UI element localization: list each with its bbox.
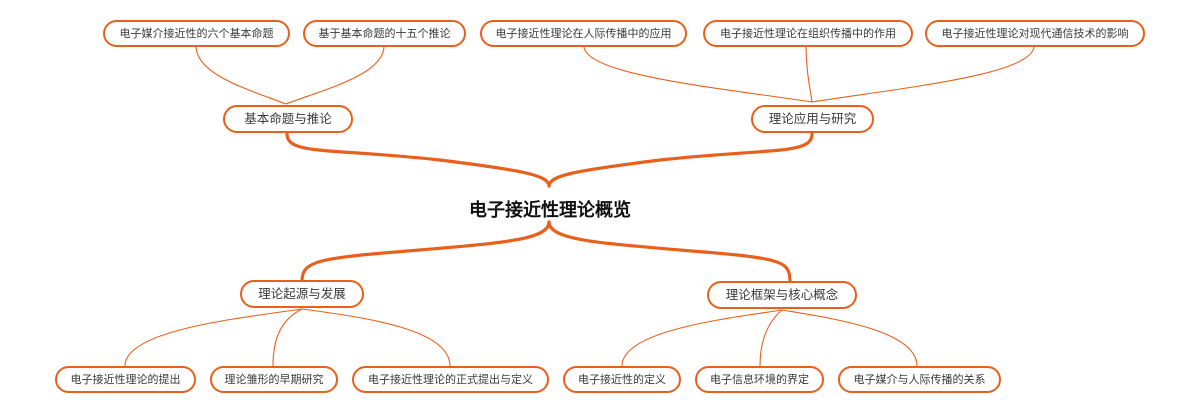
topic-origin-development[interactable]: 理论起源与发展 bbox=[240, 280, 364, 308]
branch-line-basic bbox=[285, 132, 551, 188]
subtopic-interpersonal-application[interactable]: 电子接近性理论在人际传播中的应用 bbox=[480, 20, 687, 47]
subtopic-theory-proposal[interactable]: 电子接近性理论的提出 bbox=[55, 366, 196, 393]
subtopic-media-interpersonal-relation[interactable]: 电子媒介与人际传播的关系 bbox=[838, 366, 1001, 393]
branch-line-origin bbox=[300, 220, 551, 283]
subtopic-formal-definition[interactable]: 电子接近性理论的正式提出与定义 bbox=[352, 366, 549, 393]
subtopic-proximity-definition[interactable]: 电子接近性的定义 bbox=[563, 366, 681, 393]
topic-framework-concepts[interactable]: 理论框架与核心概念 bbox=[707, 281, 857, 309]
topic-basic-propositions[interactable]: 基本命题与推论 bbox=[223, 105, 353, 133]
branch-line-framework bbox=[547, 220, 792, 283]
root-topic[interactable]: 电子接近性理论概览 bbox=[469, 200, 631, 221]
topic-application-research[interactable]: 理论应用与研究 bbox=[751, 105, 874, 133]
subtopic-modern-tech-impact[interactable]: 电子接近性理论对现代通信技术的影响 bbox=[925, 20, 1145, 47]
subtopic-six-propositions[interactable]: 电子媒介接近性的六个基本命题 bbox=[103, 20, 290, 47]
subtopic-electronic-environment[interactable]: 电子信息环境的界定 bbox=[695, 366, 824, 393]
branch-line-application bbox=[547, 132, 814, 188]
subtopic-fifteen-corollaries[interactable]: 基于基本命题的十五个推论 bbox=[303, 20, 466, 47]
subtopic-organizational-role[interactable]: 电子接近性理论在组织传播中的作用 bbox=[703, 20, 913, 47]
subtopic-early-research[interactable]: 理论雏形的早期研究 bbox=[210, 366, 338, 393]
